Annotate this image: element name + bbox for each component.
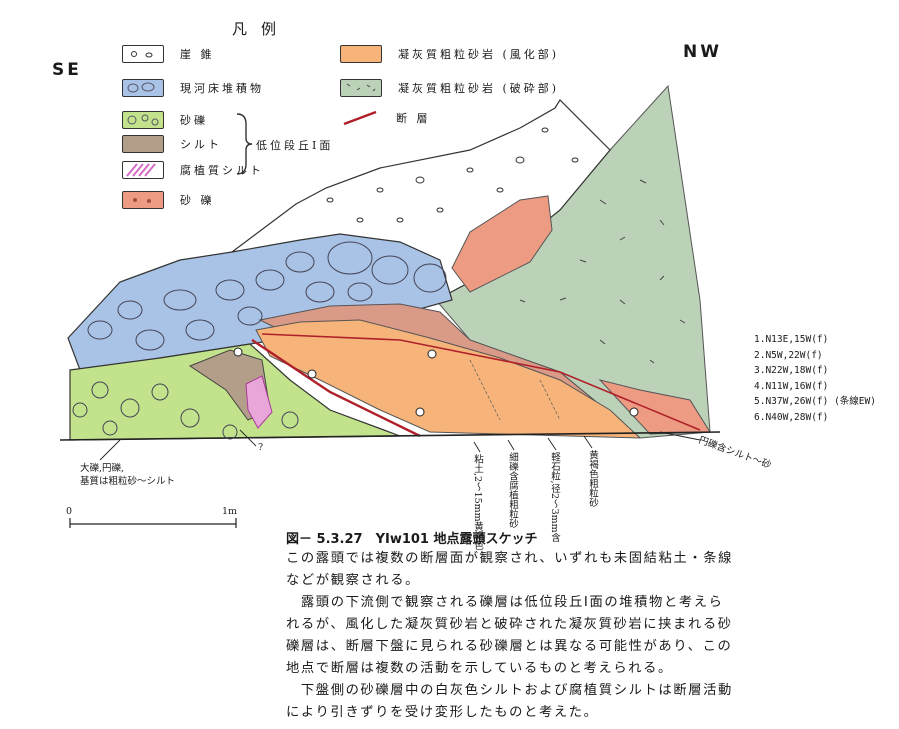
paragraph-line-7: 下盤側の砂礫層中の白灰色シルトおよび腐植質シルトは断層活動 [286, 683, 733, 698]
measurement-1: 1.N13E,15W(f) [754, 334, 829, 345]
measurement-5: 5.N37W,26W(f) (条線EW) [754, 396, 876, 407]
paragraph-line-8: により引きずりを受け変形したものと考えた。 [286, 705, 599, 720]
gravel-note-line-1: 大礫,円礫, [80, 463, 125, 474]
fault-line-icon [343, 110, 377, 126]
legend-item-talus: 崖 錐 [122, 44, 215, 64]
lower-sand-gravel-unit [598, 379, 711, 435]
legend-swatch-riverbed [122, 79, 164, 97]
legend-swatch-humic-silt [122, 161, 164, 179]
legend-swatch-sand-gravel [122, 191, 164, 209]
measurement-list: 1.N13E,15W(f) 2.N5W,22W(f) 3.N22W,18W(f)… [754, 332, 876, 425]
legend-label-sand-gravel: 砂 礫 [180, 194, 215, 207]
legend-title: 凡例 [232, 20, 291, 38]
legend-label-fault: 断 層 [396, 112, 431, 125]
paragraph-line-3: 露頭の下流側で観察される礫層は低位段丘Ⅰ面の堆積物と考えら [286, 595, 724, 610]
paragraph-line-4: れるが、風化した凝灰質砂岩と破砕された凝灰質砂岩に挟まれる砂 [286, 617, 733, 632]
legend-item-gravel: 砂礫 [122, 110, 208, 130]
label-pumice: 軽石粒,径2～3mm含 [549, 452, 560, 543]
site-marker-5 [629, 407, 639, 417]
measurement-3: 3.N22W,18W(f) [754, 365, 829, 376]
legend-swatch-gravel [122, 111, 164, 129]
legend-brace-icon [236, 113, 253, 175]
legend-label-crushed-sandstone: 凝灰質粗粒砂岩 (破砕部) [398, 82, 560, 95]
paragraph-line-5: 礫層は、断層下盤に見られる砂礫層とは異なる可能性があり、この [286, 639, 733, 654]
gravel-note: 大礫,円礫, 基質は粗粒砂～シルト [80, 462, 175, 488]
paragraph-line-6: 地点で断層は複数の活動を示しているものと考えられる。 [286, 661, 673, 676]
fault-line-2 [261, 333, 701, 431]
measurement-4: 4.N11W,16W(f) [754, 380, 829, 392]
legend-item-sand-gravel: 砂 礫 [122, 190, 215, 210]
site-marker-3 [415, 407, 425, 417]
site-marker-2 [307, 369, 317, 379]
figure-caption: 図－ 5.3.27 YIw101 地点露頭スケッチ [286, 532, 538, 547]
direction-left-label: SE [52, 60, 82, 80]
label-clay: 粘土,2～15mm黄褐色 [472, 454, 483, 551]
scale-start-label: 0 [66, 506, 73, 517]
measurement-2: 2.N5W,22W(f) [754, 349, 823, 361]
legend-item-riverbed: 現河床堆積物 [122, 78, 264, 98]
upper-sand-gravel-unit [451, 195, 553, 293]
legend-label-gravel: 砂礫 [180, 114, 208, 127]
legend-swatch-talus [122, 45, 164, 63]
legend-item-silt: シルト [122, 134, 222, 154]
question-mark: ? [258, 442, 264, 453]
fault-line-1 [251, 339, 421, 438]
legend-label-silt: シルト [180, 138, 222, 151]
legend-label-talus: 崖 錐 [180, 48, 215, 61]
legend-swatch-silt [122, 135, 164, 153]
scale-end-label: 1m [222, 506, 238, 517]
legend-swatch-weathered-sandstone [340, 45, 382, 63]
legend-group-label: 低位段丘Ⅰ面 [256, 139, 334, 152]
weathered-sandstone-unit [255, 319, 642, 439]
gravel-note-line-2: 基質は粗粒砂～シルト [80, 476, 176, 487]
paragraph-line-2: などが観察される。 [286, 573, 421, 588]
direction-right-label: NW [683, 42, 722, 62]
site-marker-4 [427, 349, 437, 359]
legend-item-crushed-sandstone: 凝灰質粗粒砂岩 (破砕部) [340, 78, 559, 98]
ground-line [59, 431, 721, 441]
label-yellow-sand: 黄褐色粗粒砂 [587, 450, 598, 507]
measurement-6: 6.N40W,28W(f) [754, 411, 829, 423]
humic-silt-unit [245, 375, 273, 429]
legend-item-weathered-sandstone: 凝灰質粗粒砂岩 (風化部) [340, 44, 559, 64]
legend-item-fault: 断 層 [340, 108, 431, 128]
paragraph-line-1: この露頭では複数の断層面が観察され、いずれも未固結粘土・条線 [286, 551, 734, 566]
legend-label-riverbed: 現河床堆積物 [180, 82, 264, 95]
label-humic-sand: 細礫含腐植粗粒砂 [507, 452, 518, 528]
legend-swatch-crushed-sandstone [340, 79, 382, 97]
site-marker-1 [233, 347, 243, 357]
legend-label-weathered-sandstone: 凝灰質粗粒砂岩 (風化部) [398, 48, 560, 61]
